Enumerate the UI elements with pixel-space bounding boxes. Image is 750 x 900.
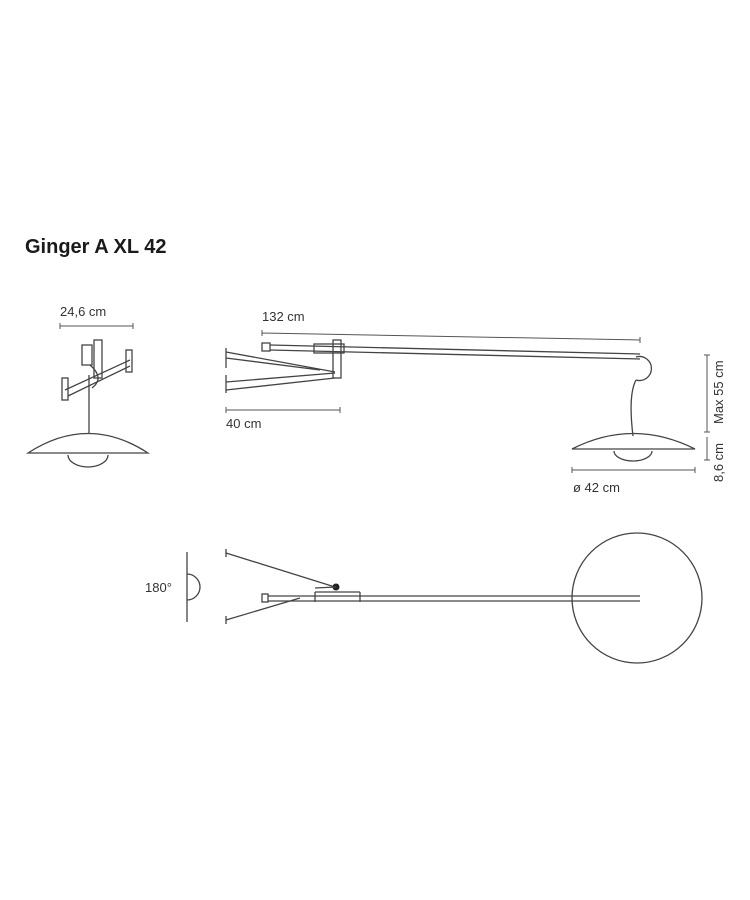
side-cord [630,379,637,437]
front-shade [25,432,151,454]
side-view [225,330,710,473]
side-arm [269,344,641,360]
top-view [186,532,703,664]
front-width-label: 24,6 cm [60,304,107,319]
total-length-label: 132 cm [262,309,305,324]
side-shade [571,432,696,450]
shade-diameter-dimension-line [571,467,696,473]
side-joint [332,339,342,379]
front-socket [81,344,93,366]
front-bulb [67,454,109,468]
rotation-label: 180° [145,580,172,595]
bracket-length-dimension-line [225,407,341,413]
top-arm [268,595,640,602]
top-shade-circle [571,532,703,664]
front-view [25,323,151,468]
height-dimension-line [704,354,710,461]
rotation-arc [186,573,201,601]
front-width-dimension-line [59,323,134,329]
bracket-length-label: 40 cm [226,416,262,431]
shade-diameter-label: ø 42 cm [573,480,620,495]
product-title: Ginger A XL 42 [25,236,167,258]
total-length-dimension-line [261,330,641,343]
side-hook [635,355,653,382]
